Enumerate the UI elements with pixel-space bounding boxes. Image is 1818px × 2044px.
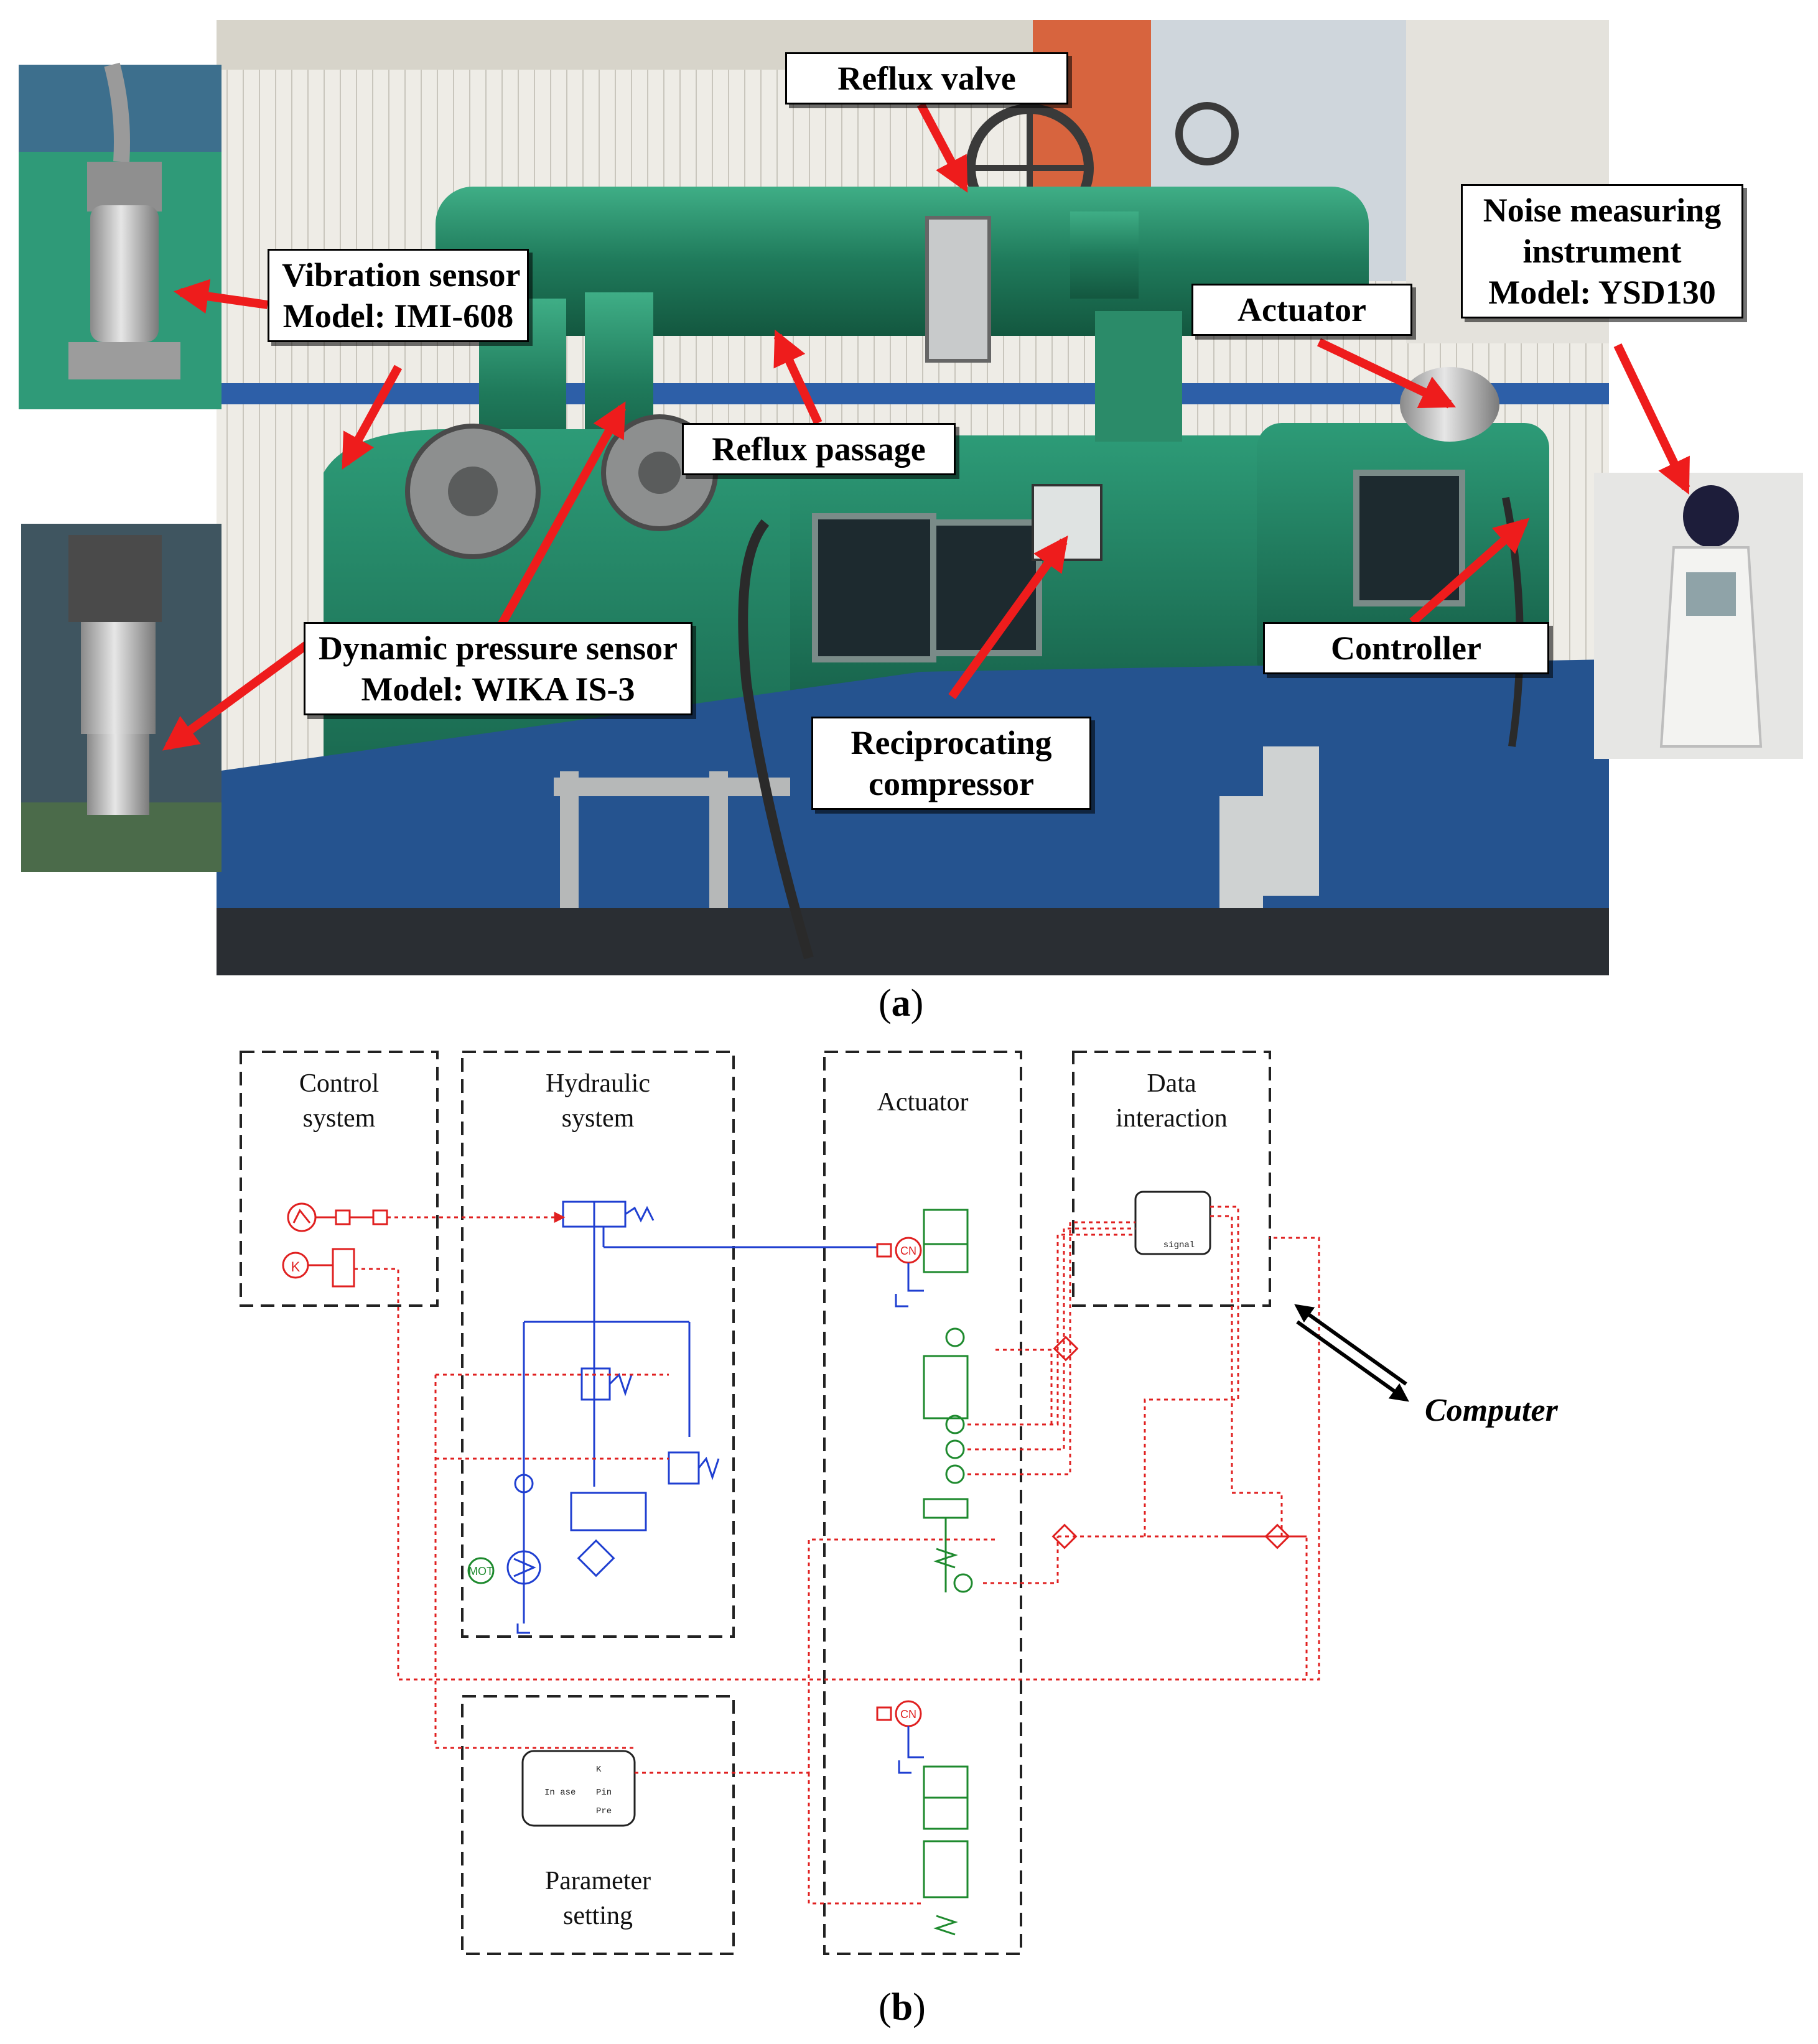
arrow-vibration-machine (341, 365, 403, 470)
arrow-controller (1409, 518, 1530, 626)
motor-label: MOT (468, 1565, 493, 1577)
callout-noise-line-2: instrument (1522, 233, 1682, 270)
callout-dynamic-pressure: Dynamic pressure sensor Model: WIKA IS-3 (304, 622, 692, 715)
title-data-line-1: Data (1147, 1069, 1196, 1098)
arrow-reciprocating (948, 535, 1068, 700)
callout-reflux-passage-text: Reflux passage (712, 430, 926, 468)
computer-label: Computer (1425, 1393, 1558, 1428)
photo-inset-pressure (21, 524, 221, 872)
hydraulic-components (506, 1201, 877, 1634)
photo-main (217, 20, 1609, 975)
callout-reflux-valve-text: Reflux valve (837, 60, 1016, 97)
signal-lines (354, 1205, 1320, 1905)
panel-label-b-letter: b (891, 1986, 913, 2028)
actuator-blue-lines (895, 1263, 924, 1774)
arrow-vibration-inset (173, 279, 268, 314)
title-control-line-2: system (302, 1104, 376, 1133)
callout-vibration-sensor: Vibration sensor Model: IMI-608 (268, 249, 529, 342)
callout-pressure-line-1: Dynamic pressure sensor (319, 629, 678, 667)
arrow-reflux-passage (773, 329, 823, 425)
callout-reciprocating: Reciprocating compressor (811, 717, 1091, 810)
block-parameter-setting (461, 1695, 735, 1955)
summing-junctions (1051, 1336, 1290, 1549)
callout-noise-line-3: Model: YSD130 (1488, 274, 1716, 311)
block-control-system (240, 1051, 439, 1307)
arrow-actuator (1317, 338, 1457, 409)
callout-noise-instrument: Noise measuring instrument Model: YSD130 (1461, 184, 1743, 318)
block-hydraulic-system (461, 1051, 735, 1638)
arrow-pressure-inset (162, 640, 311, 751)
param-pre: Pre (596, 1806, 612, 1816)
arrow-pressure-machine (493, 401, 627, 634)
callout-reflux-passage: Reflux passage (682, 423, 956, 475)
photo-inset-vibration (19, 62, 221, 409)
callout-noise-line-1: Noise measuring (1483, 192, 1722, 229)
title-actuator-line-1: Actuator (877, 1088, 969, 1117)
computer-arrows (1294, 1304, 1409, 1402)
title-parameter-line-2: setting (563, 1902, 633, 1930)
arrow-reflux-valve (916, 102, 969, 193)
callout-actuator-text: Actuator (1238, 291, 1366, 328)
title-hydraulic-line-1: Hydraulic (546, 1069, 650, 1098)
signal-label: signal (1163, 1240, 1195, 1250)
title-hydraulic-line-2: system (561, 1104, 635, 1133)
control-components (282, 1202, 388, 1288)
schematic: K MOT (240, 1051, 1409, 1955)
title-parameter-setting: Parameter setting (462, 1864, 734, 1933)
cn-label-1: CN (900, 1245, 916, 1257)
callout-vibration-line-1: Vibration sensor (282, 256, 521, 294)
title-parameter-line-1: Parameter (544, 1867, 651, 1895)
title-control-system: Control system (241, 1066, 437, 1136)
title-data-line-2: interaction (1116, 1104, 1228, 1133)
title-data-interaction: Data interaction (1073, 1066, 1270, 1136)
arrow-noise (1613, 343, 1690, 495)
callout-arrows (162, 102, 1690, 751)
callout-vibration-line-2: Model: IMI-608 (282, 297, 514, 335)
title-control-line-1: Control (299, 1069, 380, 1098)
callout-reflux-valve: Reflux valve (785, 52, 1068, 105)
actuator-components (923, 1209, 973, 1936)
callout-controller-text: Controller (1331, 629, 1481, 667)
k-label-control: K (291, 1259, 301, 1275)
param-in: In ase (544, 1788, 576, 1798)
panel-label-a-letter: a (891, 982, 911, 1024)
callout-actuator: Actuator (1191, 284, 1412, 336)
callout-reciprocating-line-2: compressor (869, 765, 1034, 802)
title-hydraulic-system: Hydraulic system (462, 1066, 734, 1136)
cn-label-2: CN (900, 1708, 916, 1721)
callout-pressure-line-2: Model: WIKA IS-3 (361, 671, 635, 708)
photo-inset-noise (1594, 473, 1803, 759)
panel-label-b: (b) (879, 1986, 926, 2028)
param-k: K (596, 1765, 602, 1775)
callout-reciprocating-line-1: Reciprocating (851, 724, 1052, 761)
block-actuator (823, 1051, 1022, 1955)
callout-controller: Controller (1263, 622, 1549, 674)
panel-label-a: (a) (879, 982, 924, 1024)
title-actuator: Actuator (824, 1085, 1021, 1120)
block-data-interaction (1072, 1051, 1271, 1307)
param-pin: Pin (596, 1788, 612, 1798)
